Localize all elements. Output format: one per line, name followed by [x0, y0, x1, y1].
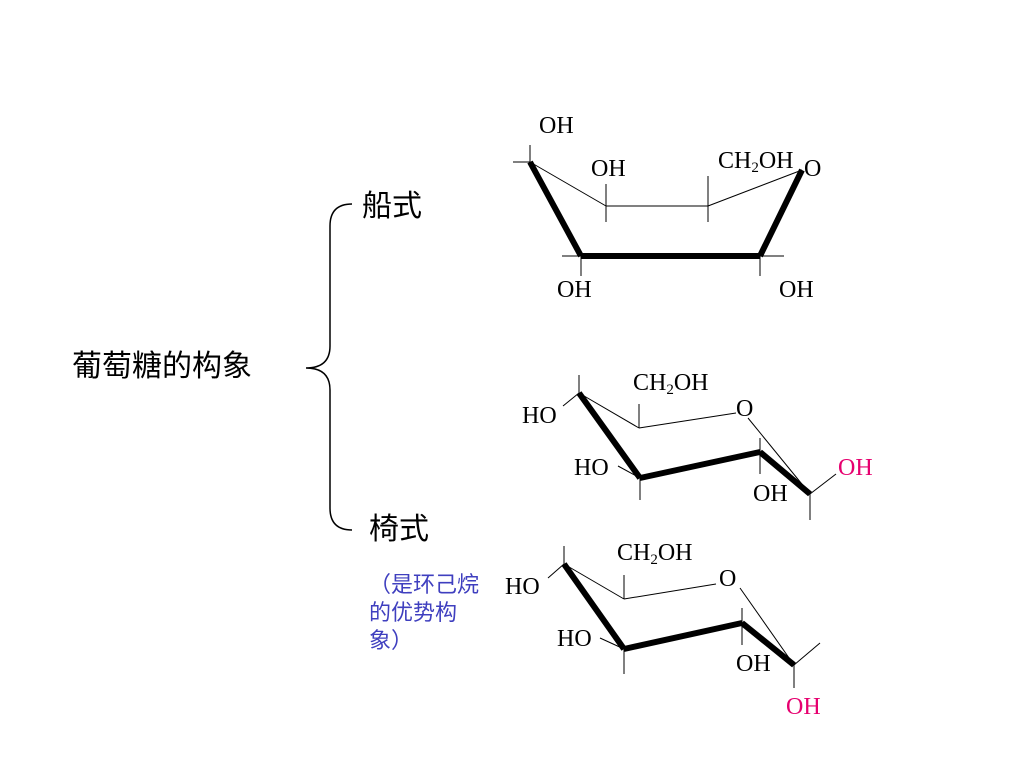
chair2-sub-c1-up — [793, 642, 821, 666]
boat-bond-right-wall — [757, 168, 805, 258]
chair2-bond-back-left — [563, 563, 625, 600]
chair1-oh-lower: OH — [753, 481, 788, 507]
boat-ch2oh: CH2OH — [718, 148, 794, 176]
boat-oh-top: OH — [539, 113, 574, 139]
boat-structure — [513, 145, 805, 276]
chair2-ho-mid: HO — [557, 626, 592, 652]
chair1-ho-mid: HO — [574, 455, 609, 481]
boat-label: 船式 — [362, 189, 422, 224]
chair1-bond-ring-o — [747, 417, 811, 495]
chair1-oh-anomeric: OH — [838, 455, 873, 481]
chair1-bond-front-left — [576, 391, 643, 480]
chair2-ho-top: HO — [505, 574, 540, 600]
boat-bond-left-wall — [527, 160, 584, 258]
chair2-ch2oh: CH2OH — [617, 540, 693, 568]
chair1-bond-front-bottom — [639, 449, 761, 481]
curly-brace — [305, 203, 353, 531]
chair1-sub-c1-up — [809, 473, 837, 495]
chair-structure-2 — [547, 546, 821, 688]
chair-structure-1 — [562, 375, 837, 520]
chair2-oh-lower: OH — [736, 651, 771, 677]
chair1-bond-back-top — [638, 412, 737, 429]
chair2-sub-c4-side — [547, 563, 565, 579]
chair1-sub-c4-side — [562, 392, 580, 407]
boat-oh-bottom-left: OH — [557, 277, 592, 303]
boat-oh-bottom-right: OH — [779, 277, 814, 303]
chair2-bond-front-bottom — [623, 620, 743, 652]
chair2-bond-ring-o — [739, 587, 795, 666]
chair2-oh-anomeric: OH — [786, 694, 821, 720]
page-title: 葡萄糖的构象 — [72, 349, 252, 384]
chair1-ring-oxygen: O — [736, 396, 754, 422]
chair1-bond-front-right — [758, 449, 812, 497]
chair1-sub-c3-side — [617, 465, 641, 479]
chair2-bond-front-right — [740, 620, 796, 668]
chair2-bond-back-top — [623, 583, 717, 600]
chair-label: 椅式 — [369, 512, 429, 547]
chair1-bond-back-left — [578, 392, 640, 429]
chair2-ring-oxygen: O — [719, 566, 737, 592]
chair2-sub-c3-side — [599, 637, 625, 650]
chair1-ho-top: HO — [522, 403, 557, 429]
boat-bond-back-right — [707, 169, 803, 207]
chair2-bond-front-left — [561, 562, 627, 651]
boat-oh-mid: OH — [591, 156, 626, 182]
chair-note: （是环己烷的优势构象） — [369, 573, 480, 654]
chair1-ch2oh: CH2OH — [633, 370, 709, 398]
boat-ring-oxygen: O — [804, 156, 822, 182]
boat-bond-back-left — [529, 161, 607, 207]
